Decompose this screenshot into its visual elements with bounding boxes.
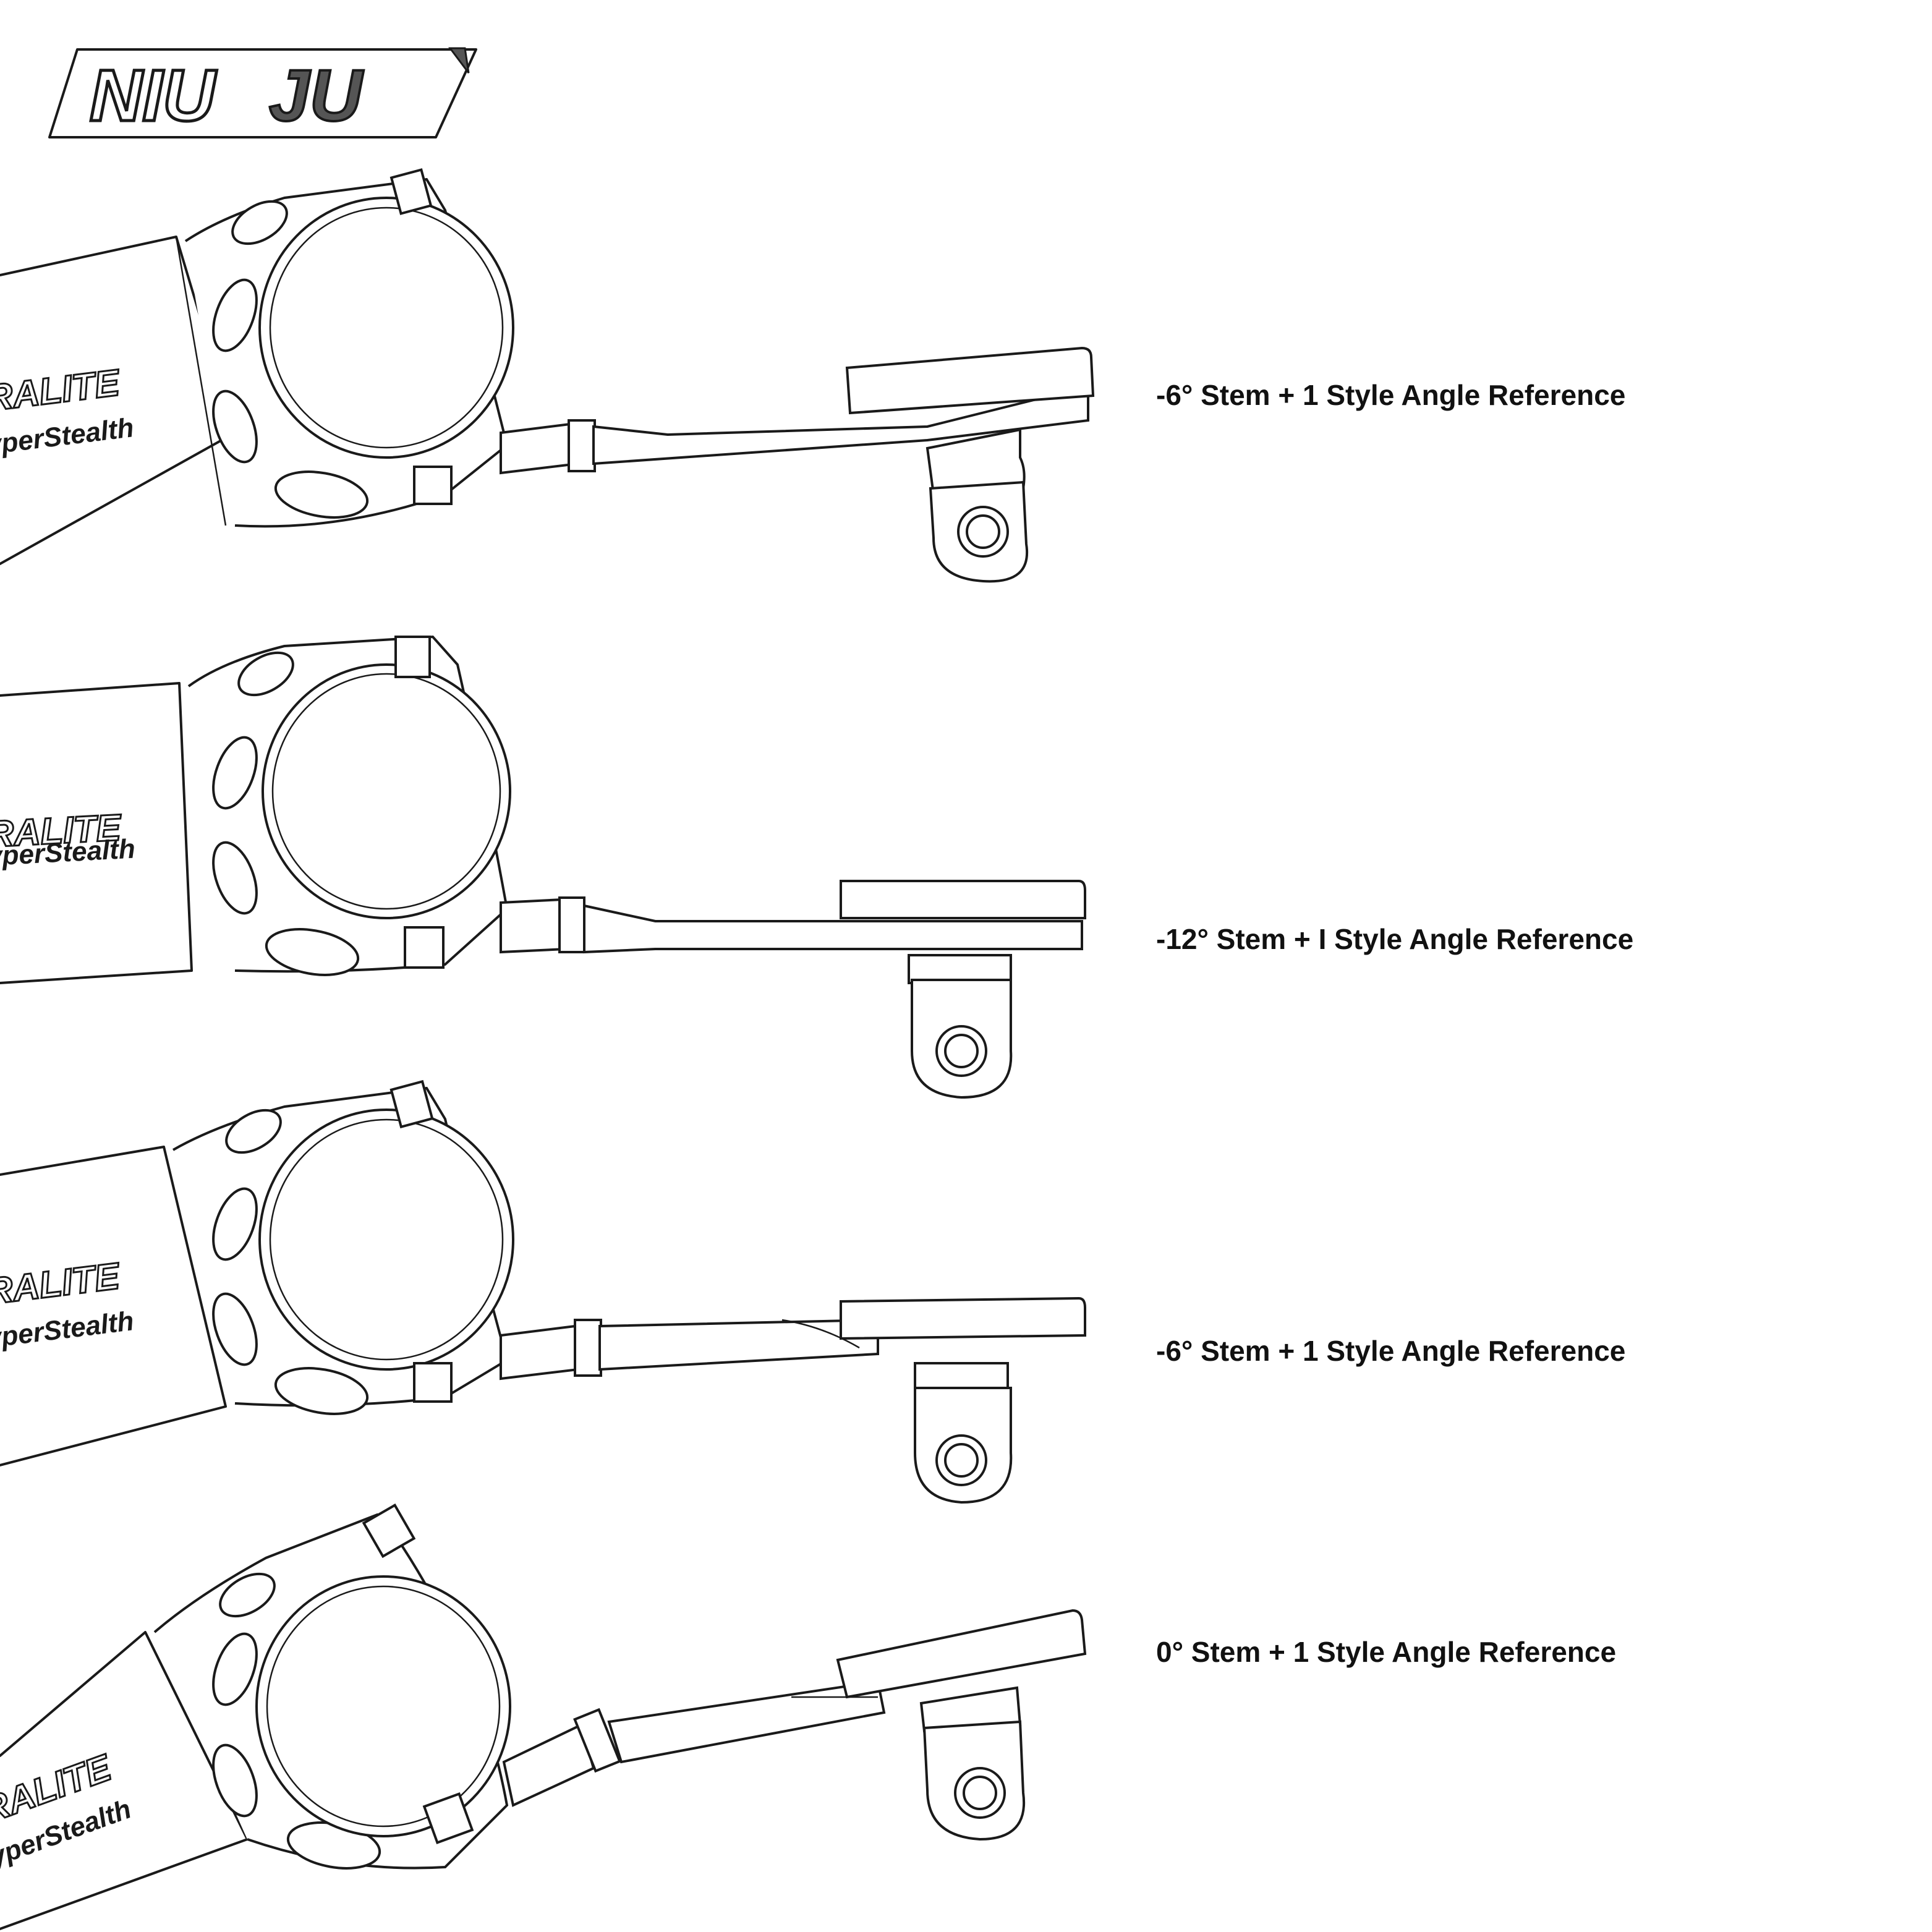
stem-brand-line1: RALITE	[0, 1255, 123, 1313]
stem-drawing-3: RALITE yperStealth	[0, 1079, 1086, 1504]
niuju-logo: NIU JU	[48, 47, 477, 138]
angle-reference-caption-2: -12° Stem + I Style Angle Reference	[1156, 923, 1634, 955]
stem-drawing-2: RALITE yperStealth	[0, 635, 1086, 1099]
logo-text-right: JU	[269, 55, 364, 137]
stem-brand-line2: yperStealth	[0, 834, 136, 872]
stem-brand-line2: yperStealth	[0, 1306, 135, 1354]
stem-drawing-4: RALITE yperStealth	[0, 1503, 1087, 1930]
angle-reference-caption-1: -6° Stem + 1 Style Angle Reference	[1156, 379, 1626, 411]
angle-reference-caption-4: 0° Stem + 1 Style Angle Reference	[1156, 1636, 1617, 1668]
stem-brand-line2: yperStealth	[0, 412, 135, 461]
stem-brand-line1: RALITE	[0, 362, 123, 419]
logo-text-left: NIU	[90, 55, 217, 137]
stem-brand-line1: RALITE	[0, 807, 123, 855]
angle-reference-caption-3: -6° Stem + 1 Style Angle Reference	[1156, 1335, 1626, 1367]
stem-drawing-1: RALITE yperStealth	[0, 168, 1095, 583]
